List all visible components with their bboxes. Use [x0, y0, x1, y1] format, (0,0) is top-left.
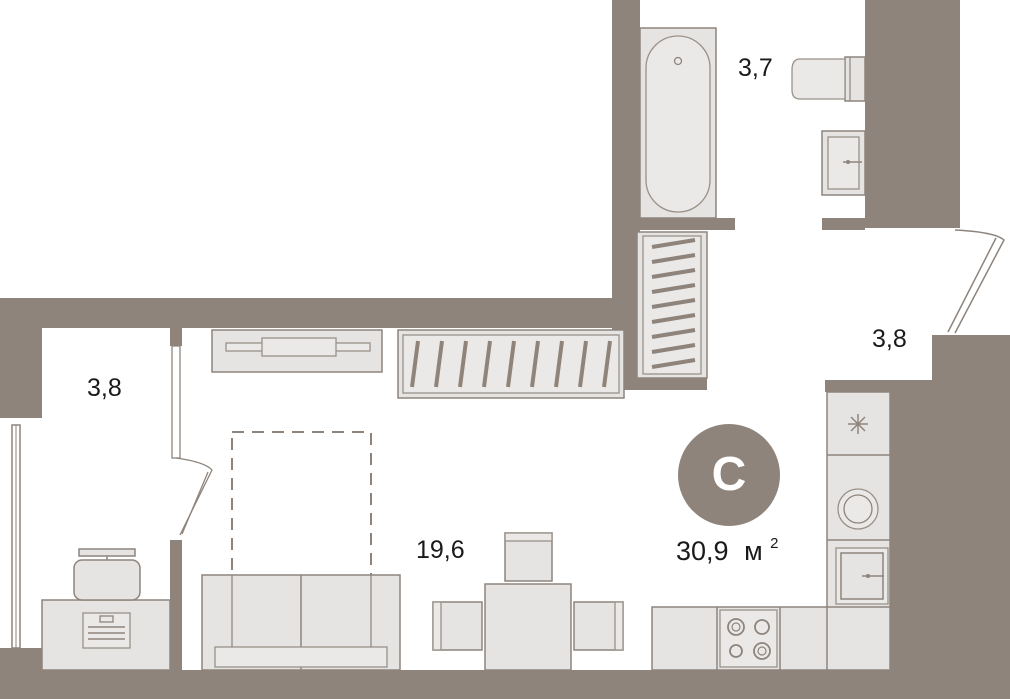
total-area-label: 30,9 м 2 — [676, 535, 779, 566]
bathroom-area-label: 3,7 — [738, 54, 773, 82]
entrance-door — [947, 229, 1005, 334]
dining-set — [432, 532, 624, 671]
bed-outline — [231, 431, 372, 583]
balcony-desk — [41, 599, 171, 671]
toilet — [791, 56, 866, 102]
washing-machine — [837, 488, 879, 530]
living-area-label: 19,6 — [416, 536, 465, 564]
sofa — [201, 574, 401, 671]
stove — [719, 609, 778, 668]
unit-type-badge: С — [678, 424, 780, 526]
total-area-value: 30,9 — [676, 536, 729, 566]
wardrobe-vertical — [636, 231, 708, 379]
bathtub — [639, 27, 717, 219]
balcony-area-label: 3,8 — [87, 374, 122, 402]
total-area-unit-sup: 2 — [770, 535, 778, 552]
kitchen-sink — [835, 547, 889, 605]
total-area-unit: м — [744, 536, 763, 566]
balcony-chair — [73, 548, 141, 601]
wardrobe-horizontal — [397, 329, 625, 399]
fridge — [848, 414, 868, 434]
tv-stand — [211, 329, 383, 373]
balcony-window — [11, 424, 21, 649]
unit-type-letter: С — [712, 448, 747, 501]
hall-area-label: 3,8 — [872, 325, 907, 353]
balcony-door — [171, 345, 213, 536]
bathroom-sink — [821, 130, 866, 196]
